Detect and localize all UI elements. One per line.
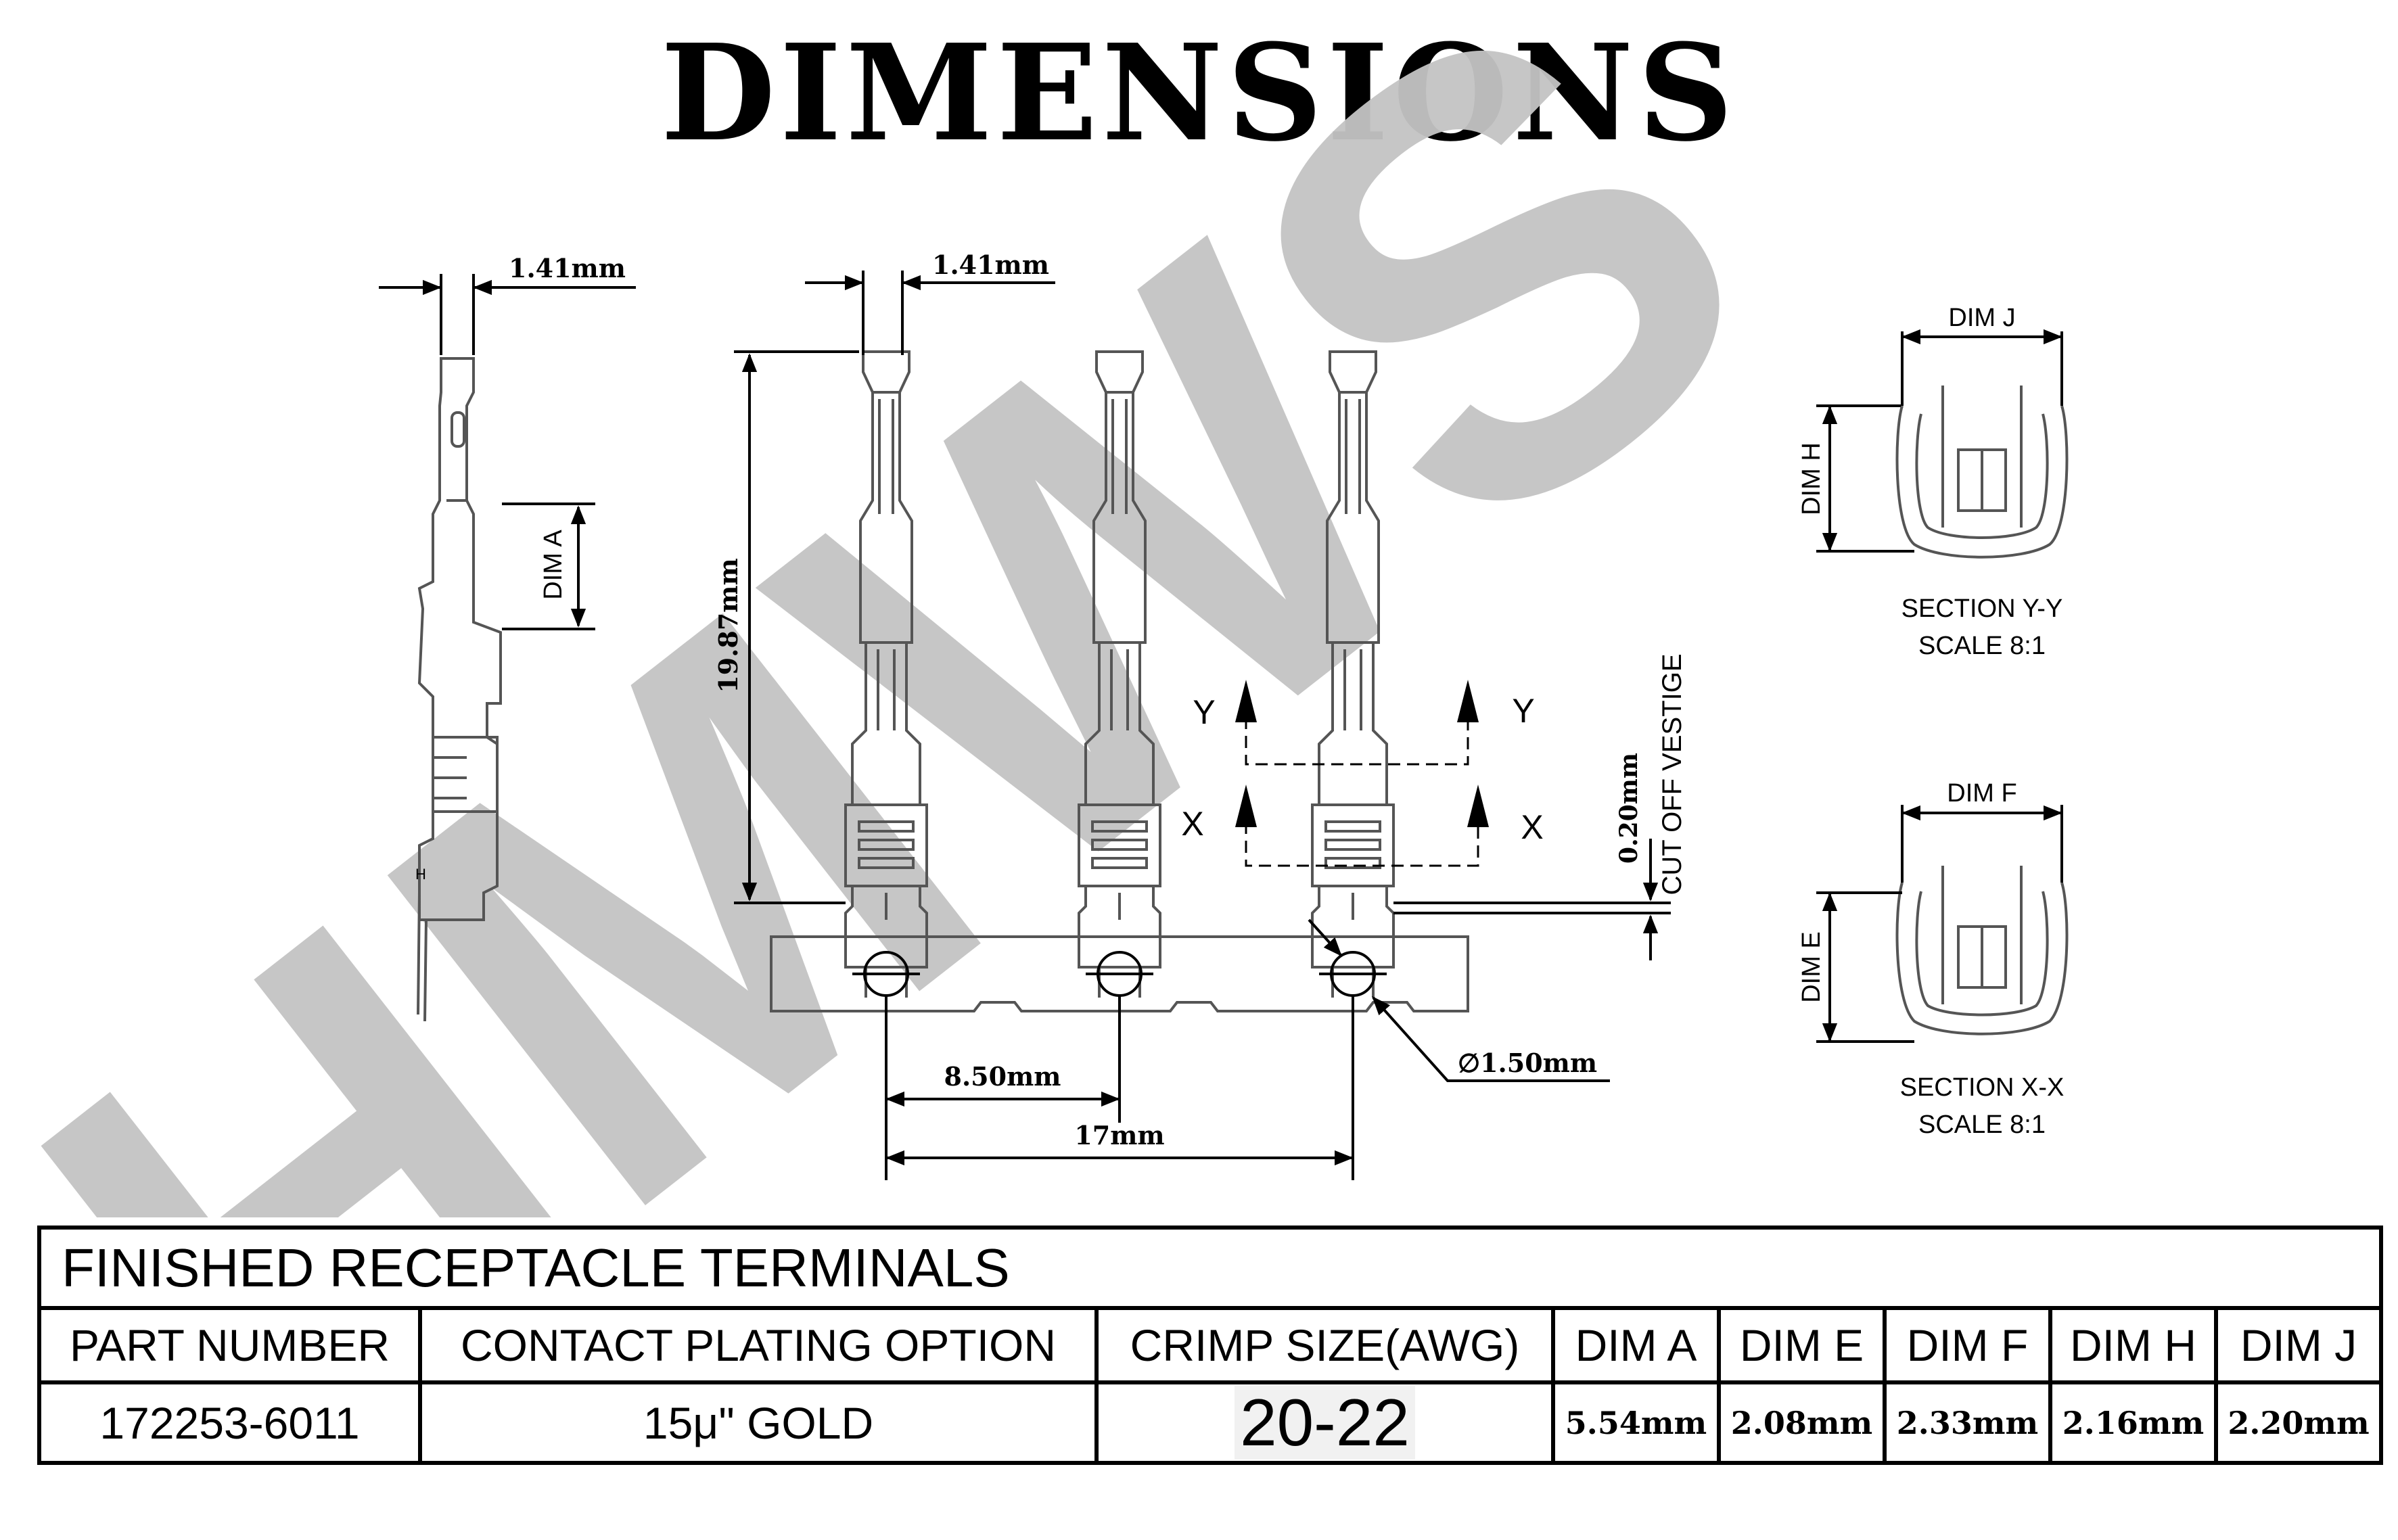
- section-x-marker-right: X: [1521, 808, 1543, 846]
- table-caption-row: FINISHED RECEPTACLE TERMINALS: [37, 1226, 2384, 1308]
- dim-f-cell: 2.33mm: [1883, 1380, 2052, 1465]
- vestige-size-dim: 0.20mm: [1615, 753, 1643, 864]
- pitch-full-dim: 17mm: [1074, 1120, 1164, 1150]
- crimp-size-cell: 20-22: [1094, 1380, 1555, 1465]
- dim-j-cell: 2.20mm: [2213, 1380, 2384, 1465]
- section-x-marker-left: X: [1181, 805, 1203, 843]
- svg-text:HMWS: HMWS: [0, 0, 1865, 1217]
- part-number-cell: 172253-6011: [37, 1380, 422, 1465]
- section-x-scale: SCALE 8:1: [1918, 1111, 2046, 1139]
- crimp-size-value: 20-22: [1235, 1385, 1415, 1460]
- side-view: H 1.41mm DIM A: [379, 253, 636, 1022]
- table-caption: FINISHED RECEPTACLE TERMINALS: [37, 1226, 2384, 1308]
- hole-diameter-dim: ∅1.50mm: [1458, 1048, 1597, 1078]
- table-header: CONTACT PLATING OPTION: [418, 1306, 1099, 1384]
- front-width-dim: 1.41mm: [932, 250, 1049, 280]
- overall-length-dim: 19.87mm: [713, 558, 743, 693]
- section-y-y: DIM J DIM H SECTION Y-Y SCALE 8:1: [1797, 304, 2069, 660]
- table-header: CRIMP SIZE(AWG): [1094, 1306, 1555, 1384]
- dim-a-label: DIM A: [539, 530, 568, 600]
- plating-cell: 15μ" GOLD: [418, 1380, 1099, 1465]
- dim-j-label: DIM J: [1948, 304, 2015, 332]
- table-header: DIM F: [1883, 1306, 2052, 1384]
- watermark: HMWS: [0, 0, 1865, 1217]
- section-y-marker-right: Y: [1512, 692, 1534, 730]
- section-x-x: DIM F DIM E SECTION X-X SCALE 8:1: [1797, 779, 2069, 1139]
- carrier-strip: [770, 935, 1469, 1012]
- vestige-note: CUT OFF VESTIGE: [1657, 653, 1687, 895]
- section-y-title: SECTION Y-Y: [1901, 594, 2063, 623]
- page-title: DIMENSIONS: [660, 16, 1738, 171]
- section-y-scale: SCALE 8:1: [1918, 632, 2046, 660]
- dim-e-cell: 2.08mm: [1717, 1380, 1887, 1465]
- dim-h-cell: 2.16mm: [2048, 1380, 2218, 1465]
- pitch-half-dim: 8.50mm: [944, 1061, 1061, 1092]
- side-width-dim: 1.41mm: [509, 253, 626, 283]
- table-header: DIM J: [2213, 1306, 2384, 1384]
- side-view-stamp: H: [415, 866, 426, 883]
- table-header: DIM E: [1717, 1306, 1887, 1384]
- table-header: PART NUMBER: [37, 1306, 422, 1384]
- dim-e-label: DIM E: [1797, 931, 1826, 1003]
- technical-drawing: HMWS H 1.41mm DIM A: [0, 0, 2069, 1217]
- table-header-row: PART NUMBER CONTACT PLATING OPTION CRIMP…: [37, 1306, 2384, 1384]
- dim-f-label: DIM F: [1947, 779, 2016, 808]
- section-y-marker-left: Y: [1193, 693, 1215, 731]
- table-header: DIM A: [1551, 1306, 1721, 1384]
- section-x-title: SECTION X-X: [1900, 1073, 2065, 1102]
- table-row: 172253-6011 15μ" GOLD 20-22 5.54mm 2.08m…: [37, 1380, 2384, 1465]
- dim-a-cell: 5.54mm: [1551, 1380, 1721, 1465]
- table-header: DIM H: [2048, 1306, 2218, 1384]
- dim-h-label: DIM H: [1797, 442, 1826, 515]
- spec-table: FINISHED RECEPTACLE TERMINALS PART NUMBE…: [37, 1226, 2384, 1465]
